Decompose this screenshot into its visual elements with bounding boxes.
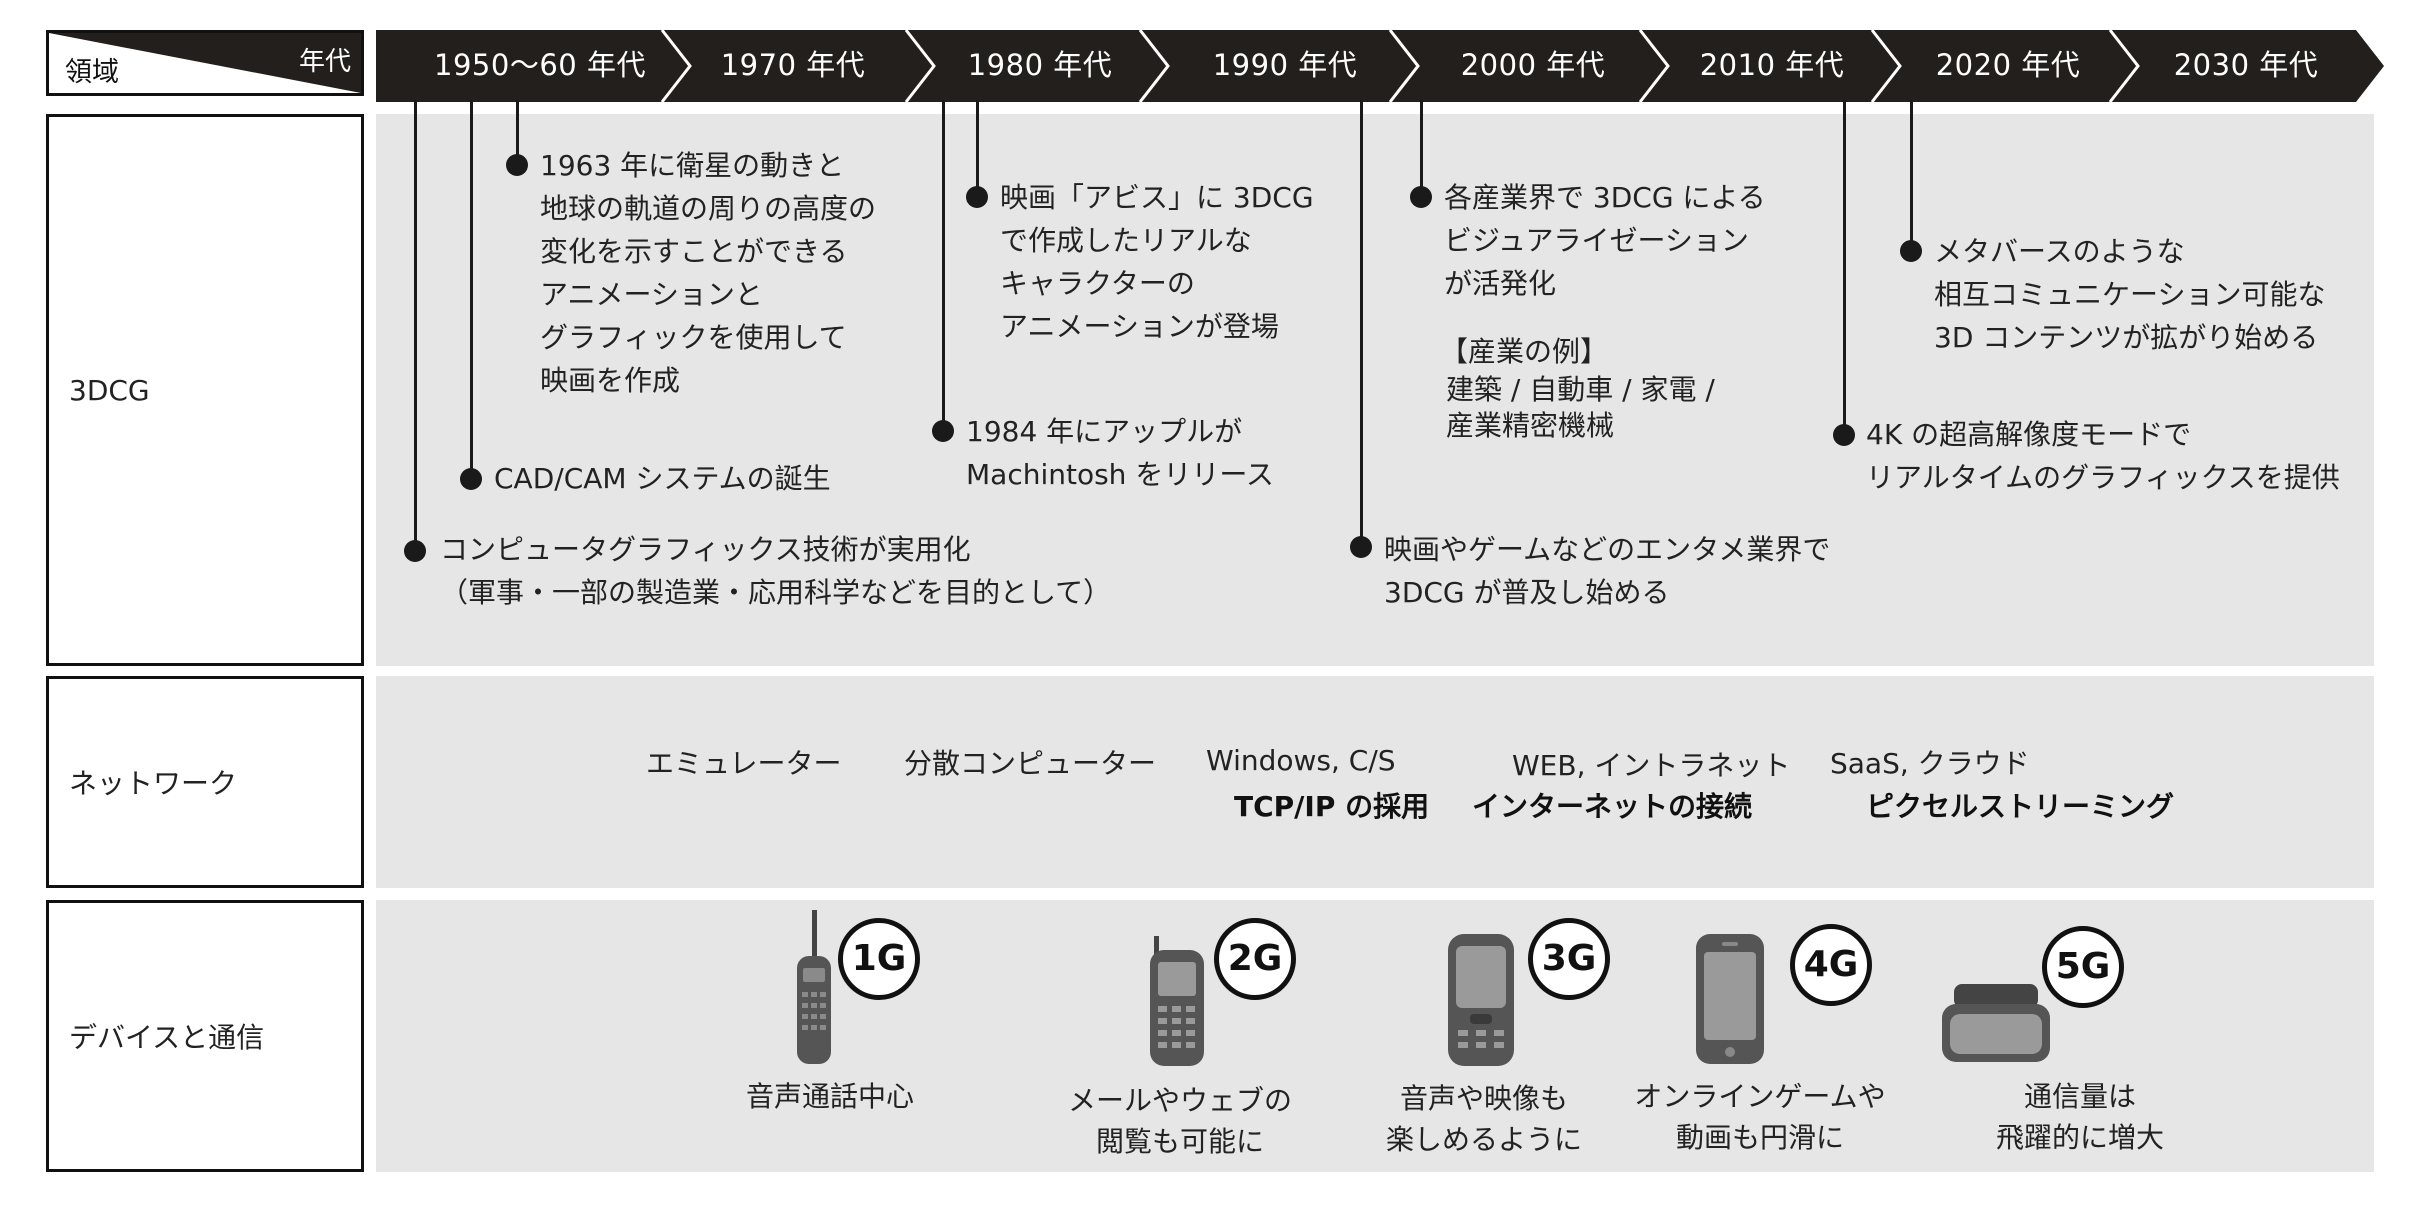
event-entertainment: 映画やゲームなどのエンタメ業界で 3DCG が普及し始める	[1384, 533, 1831, 609]
3g-phone-icon	[1448, 934, 1514, 1066]
network-emulator: エミュレーター	[646, 747, 842, 780]
event-dot	[460, 468, 482, 490]
era-2010s: 2010 年代	[1699, 48, 1845, 82]
4g-smartphone-icon	[1696, 934, 1764, 1064]
connector-line-cadcam	[470, 100, 473, 478]
industry-example-title: 【産業の例】	[1440, 335, 1609, 368]
event-metaverse: メタバースのような 相互コミュニケーション可能な 3D コンテンツが拡がり始める	[1934, 235, 2326, 354]
row-label-network: ネットワーク	[46, 676, 364, 888]
event-dot	[1350, 536, 1372, 558]
event-dot	[404, 540, 426, 562]
2g-phone-icon	[1150, 936, 1204, 1066]
corner-domain-label: 領域	[65, 57, 119, 88]
5g-vr-headset-icon	[1942, 984, 2050, 1062]
event-dot	[966, 186, 988, 208]
event-cadcam: CAD/CAM システムの誕生	[494, 462, 831, 495]
corner-era-label: 年代	[298, 47, 351, 77]
event-industry-visualization: 各産業界で 3DCG による ビジュアライゼーション が活発化	[1444, 181, 1766, 300]
connector-line-apple	[942, 100, 945, 430]
1g-caption: 音声通話中心	[745, 1080, 914, 1113]
era-1950s: 1950〜60 年代	[434, 48, 646, 82]
1g-phone-icon	[797, 910, 831, 1064]
era-2020s: 2020 年代	[1935, 48, 2081, 82]
network-tcpip: TCP/IP の採用	[1234, 790, 1430, 823]
event-dot	[1900, 240, 1922, 262]
2g-badge: 2G	[1214, 918, 1296, 1000]
5g-badge: 5G	[2042, 926, 2124, 1008]
era-1990s: 1990 年代	[1212, 48, 1358, 82]
corner-diagonal	[49, 33, 361, 93]
network-distributed: 分散コンピューター	[904, 747, 1157, 780]
corner-header: 年代 領域	[46, 30, 364, 96]
4g-caption: オンラインゲームや 動画も円滑に	[1634, 1080, 1886, 1154]
panel-3dcg	[376, 114, 2374, 666]
network-internet: インターネットの接続	[1472, 790, 1753, 823]
era-1970s: 1970 年代	[720, 48, 866, 82]
connector-line-1963	[516, 100, 519, 164]
panel-network	[376, 676, 2374, 888]
event-4k-realtime: 4K の超高解像度モードで リアルタイムのグラフィックスを提供	[1866, 418, 2340, 494]
era-2000s: 2000 年代	[1460, 48, 1606, 82]
2g-caption: メールやウェブの 閲覧も可能に	[1067, 1084, 1292, 1158]
network-saas-cloud: SaaS, クラウド	[1830, 747, 2030, 780]
event-dot	[1410, 186, 1432, 208]
network-web-intranet: WEB, イントラネット	[1512, 749, 1791, 782]
event-abyss: 映画「アビス」に 3DCG で作成したリアルな キャラクターの アニメーションが…	[1000, 181, 1314, 343]
network-pixel-streaming: ピクセルストリーミング	[1866, 790, 2175, 823]
connector-line-industry	[1420, 100, 1423, 196]
era-1980s: 1980 年代	[967, 48, 1113, 82]
4g-badge: 4G	[1790, 924, 1872, 1006]
connector-line-abyss	[976, 100, 979, 196]
connector-line-cg-practical	[414, 100, 417, 550]
connector-line-4k	[1843, 100, 1846, 434]
row-label-device: デバイスと通信	[46, 900, 364, 1172]
connector-line-entertainment	[1360, 100, 1363, 546]
row-label-3dcg: 3DCG	[46, 114, 364, 666]
event-cg-practical: コンピュータグラフィックス技術が実用化 （軍事・一部の製造業・応用科学などを目的…	[440, 533, 1112, 609]
connector-line-metaverse	[1910, 100, 1913, 250]
event-dot	[506, 154, 528, 176]
1g-badge: 1G	[838, 918, 920, 1000]
era-2030s: 2030 年代	[2173, 48, 2319, 82]
era-timeline-bar	[376, 29, 2384, 103]
industry-example-list: 建築 / 自動車 / 家電 / 産業精密機械	[1446, 373, 1715, 442]
event-1963-film: 1963 年に衛星の動きと 地球の軌道の周りの高度の 変化を示すことができる ア…	[540, 149, 877, 397]
3g-badge: 3G	[1528, 918, 1610, 1000]
event-dot	[1833, 424, 1855, 446]
3g-caption: 音声や映像も 楽しめるように	[1385, 1082, 1582, 1156]
event-apple-macintosh: 1984 年にアップルが Machintosh をリリース	[966, 415, 1274, 491]
network-windows-cs: Windows, C/S	[1206, 744, 1396, 777]
5g-caption: 通信量は 飛躍的に増大	[1995, 1080, 2164, 1154]
event-dot	[932, 420, 954, 442]
